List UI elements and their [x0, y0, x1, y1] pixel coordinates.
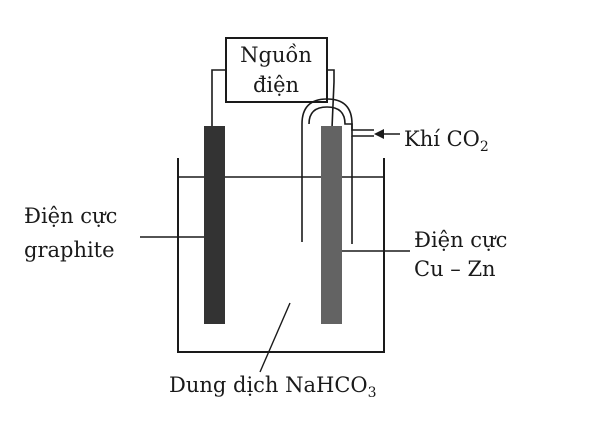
- gas-tube-outer: [301, 98, 374, 242]
- gas-label-subscript: 2: [480, 139, 489, 155]
- beaker-outline: [177, 158, 385, 353]
- cu-zn-label-line2: Cu – Zn: [414, 257, 496, 281]
- solution-label-subscript: 3: [368, 385, 377, 401]
- gas-label-text: Khí CO: [404, 127, 480, 151]
- solution-label-text: Dung dịch NaHCO: [169, 373, 368, 397]
- cu-zn-electrode: [321, 126, 342, 324]
- gas-arrow-head: [374, 129, 384, 139]
- power-source-label-line2: điện: [253, 73, 299, 97]
- graphite-label-line1: Điện cực: [24, 204, 117, 228]
- solution-label: Dung dịch NaHCO3: [169, 373, 377, 401]
- graphite-electrode: [204, 126, 225, 324]
- cu-zn-label-line1: Điện cực: [414, 228, 507, 252]
- wire-right: [327, 69, 335, 129]
- gas-tube-inner: [308, 106, 374, 131]
- power-source-label-line1: Nguồn: [240, 43, 312, 67]
- gas-label: Khí CO2: [404, 127, 489, 155]
- solution-leader-line: [259, 302, 291, 373]
- graphite-label-line2: graphite: [24, 238, 115, 262]
- wire-left: [211, 69, 226, 128]
